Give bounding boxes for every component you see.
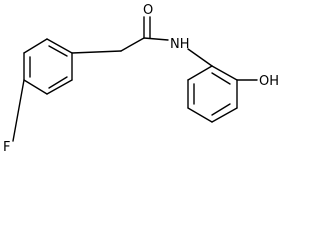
hydroxyl-label: OH — [259, 74, 279, 89]
c-f-bond — [12, 79, 25, 142]
chemical-structure: O NH F OH — [3, 3, 279, 155]
fluorophenyl-ring — [23, 38, 73, 95]
carbonyl-oxygen-label: O — [143, 3, 153, 18]
hydroxyphenyl-ring — [187, 65, 238, 123]
fluorine-label: F — [3, 140, 10, 155]
amide-nh-label: NH — [170, 37, 190, 52]
acetamide-chain — [71, 16, 213, 67]
